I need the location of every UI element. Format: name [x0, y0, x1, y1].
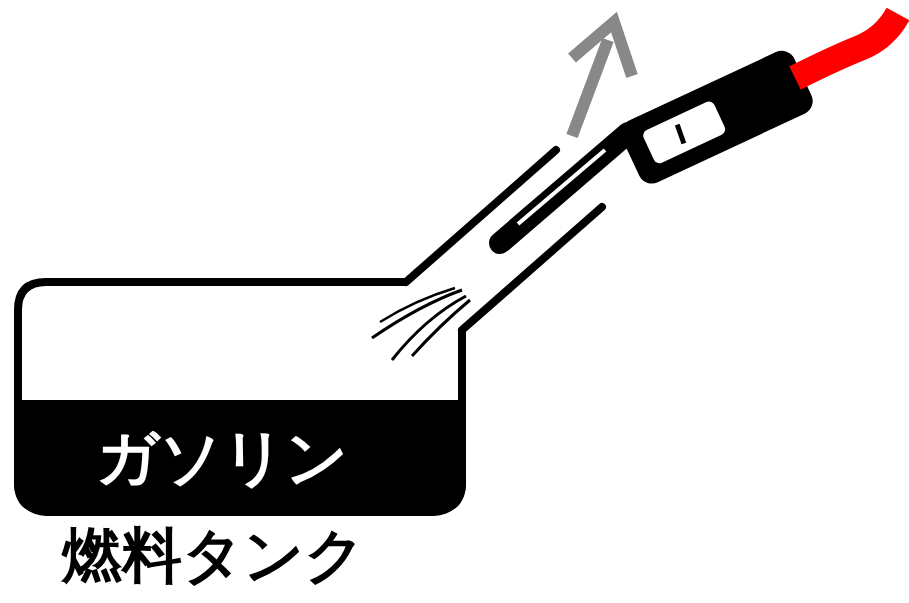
fuel-hose	[795, 14, 898, 78]
fuel-tank: 燃料タンクガソリン	[14, 276, 466, 516]
vapour	[392, 296, 466, 360]
vapour-arrowhead	[572, 22, 632, 76]
gasoline-label: ガソリン	[96, 424, 348, 492]
nozzle-spout	[500, 133, 628, 243]
gasoline-band: ガソリン	[14, 400, 466, 516]
vapour	[380, 288, 455, 322]
tank-label: 燃料タンク	[62, 522, 365, 588]
spout-highlight	[518, 150, 605, 224]
nozzle-handle	[616, 46, 817, 188]
